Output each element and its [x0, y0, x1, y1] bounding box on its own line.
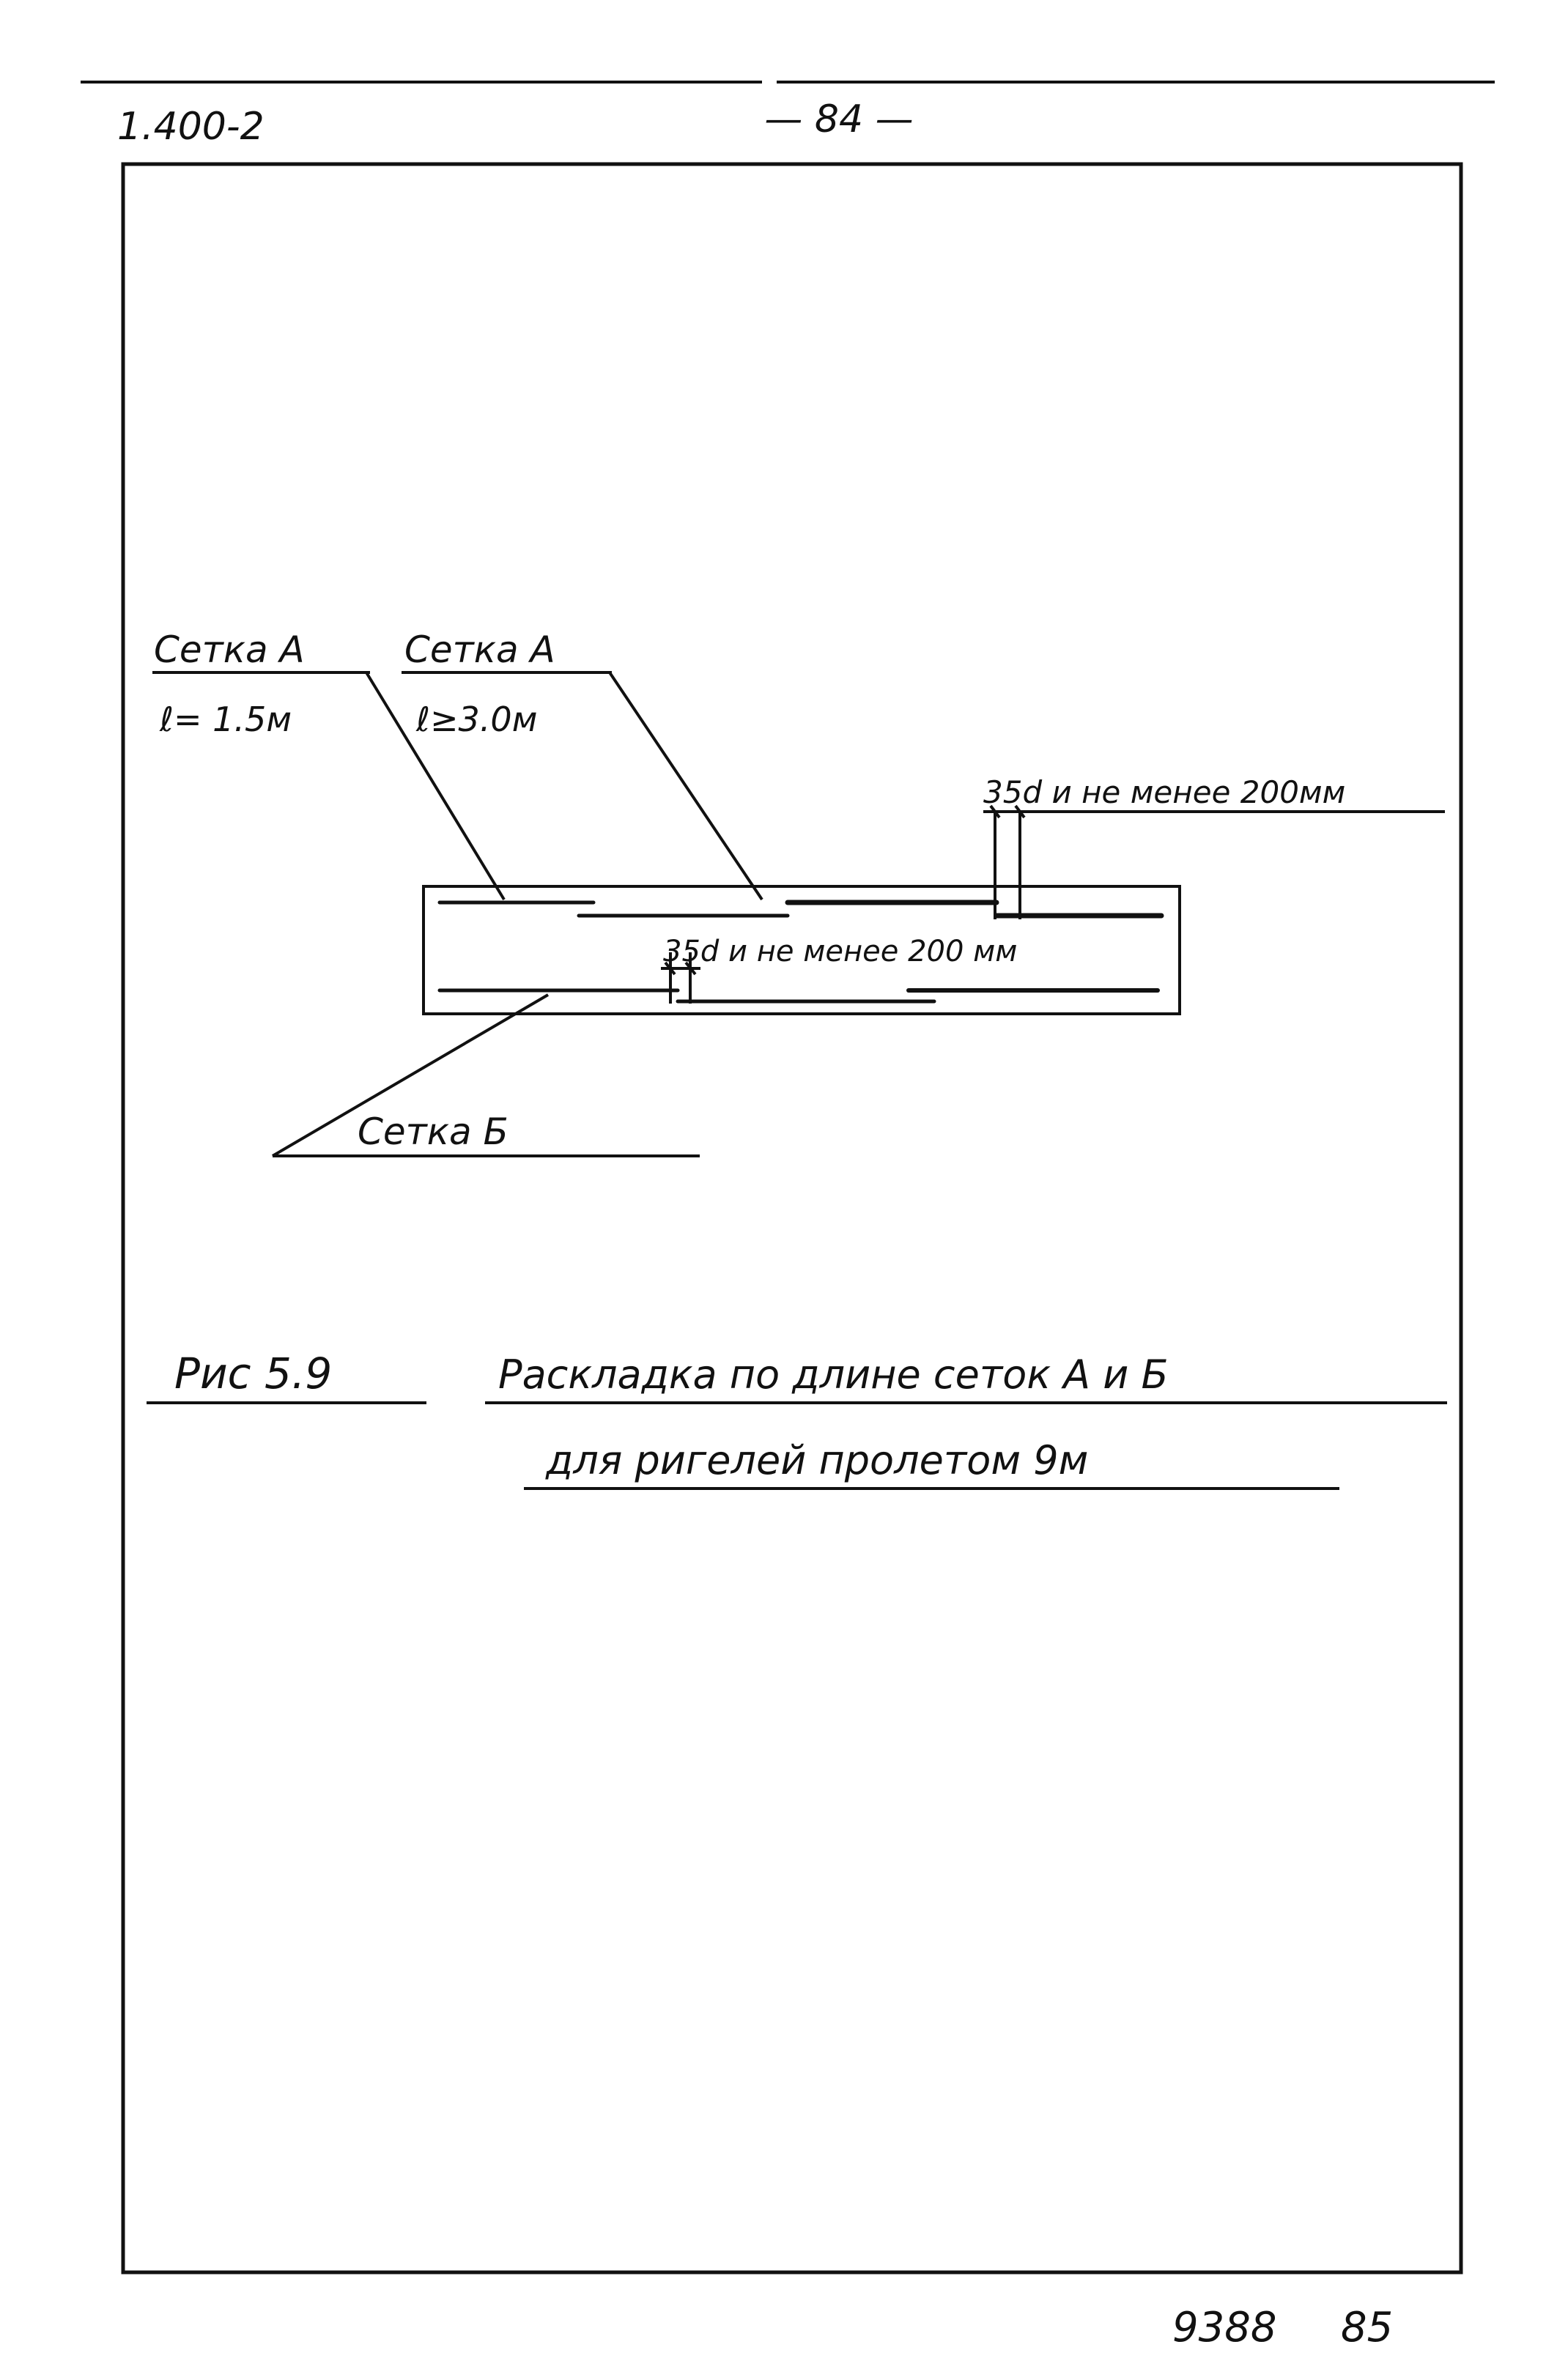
label-mesh-a2: Сетка А: [404, 629, 555, 671]
label-overlap-top: 35d и не менее 200мм: [983, 774, 1345, 810]
bottom-meshes: [437, 988, 1160, 1004]
dim2-tick-left: [664, 961, 676, 976]
figure-number: Рис 5.9: [174, 1349, 332, 1398]
mesh-a1-leader: [365, 671, 506, 901]
caption-line2: для ригелей пролетом 9м: [545, 1437, 1088, 1483]
dim-tick-left: [989, 804, 1001, 819]
doc-code: 1.400-2: [117, 105, 265, 149]
caption-line1: Раскладка по длине сеток А и Б: [498, 1352, 1169, 1398]
footer-page: 85: [1341, 2304, 1393, 2351]
beam-outline: [422, 885, 1181, 1015]
label-overlap-middle: 35d и не менее 200 мм: [663, 935, 1017, 968]
mesh-b-leader-line: [271, 993, 550, 1157]
top-meshes: [437, 900, 1164, 919]
mesh-b-leader: [271, 993, 700, 1157]
label-mesh-b: Сетка Б: [358, 1111, 508, 1153]
mesh-a2-leader: [608, 671, 763, 901]
middle-overlap-dimension: [661, 952, 700, 1004]
dim2-tick-right: [684, 961, 697, 976]
label-mesh-a1-length: ℓ= 1.5м: [159, 700, 292, 739]
label-mesh-a2-length: ℓ≥3.0м: [415, 700, 537, 739]
footer-code: 9388: [1172, 2304, 1277, 2351]
caption-underlines: [147, 1401, 1447, 1490]
page-number: — 84 —: [764, 97, 913, 141]
top-overlap-dimension: [983, 804, 1445, 919]
label-mesh-a1: Сетка А: [154, 629, 305, 671]
sheet-frame: [121, 162, 1463, 2275]
mesh-a-leaders: [152, 671, 763, 901]
